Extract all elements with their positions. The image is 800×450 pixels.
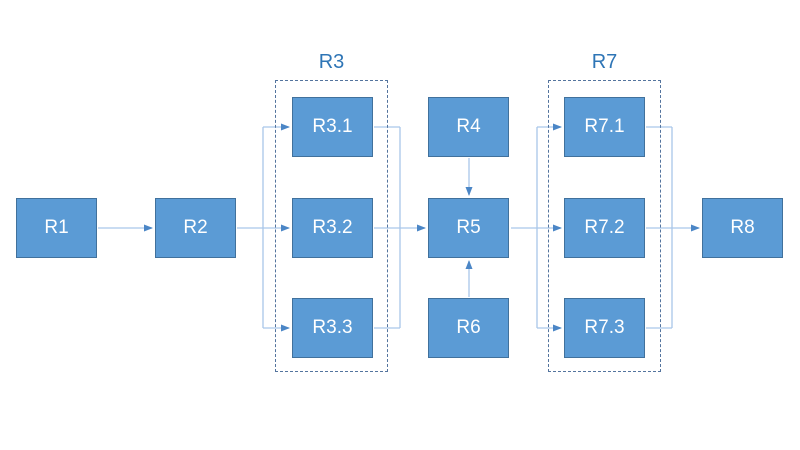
node-R7.3: R7.3 — [564, 298, 645, 358]
node-R3.3: R3.3 — [292, 298, 373, 358]
node-R7.2: R7.2 — [564, 198, 645, 258]
node-R3.1: R3.1 — [292, 97, 373, 157]
node-R3.2: R3.2 — [292, 198, 373, 258]
node-R1: R1 — [16, 198, 97, 258]
node-R2: R2 — [155, 198, 236, 258]
group-frame-R7 — [548, 80, 661, 372]
group-frame-R3 — [275, 80, 388, 372]
node-R4: R4 — [428, 97, 509, 157]
node-R8: R8 — [702, 198, 783, 258]
node-R5: R5 — [428, 198, 509, 258]
node-R6: R6 — [428, 298, 509, 358]
group-label-R7: R7 — [591, 51, 618, 73]
group-label-R3: R3 — [318, 51, 345, 73]
node-R7.1: R7.1 — [564, 97, 645, 157]
